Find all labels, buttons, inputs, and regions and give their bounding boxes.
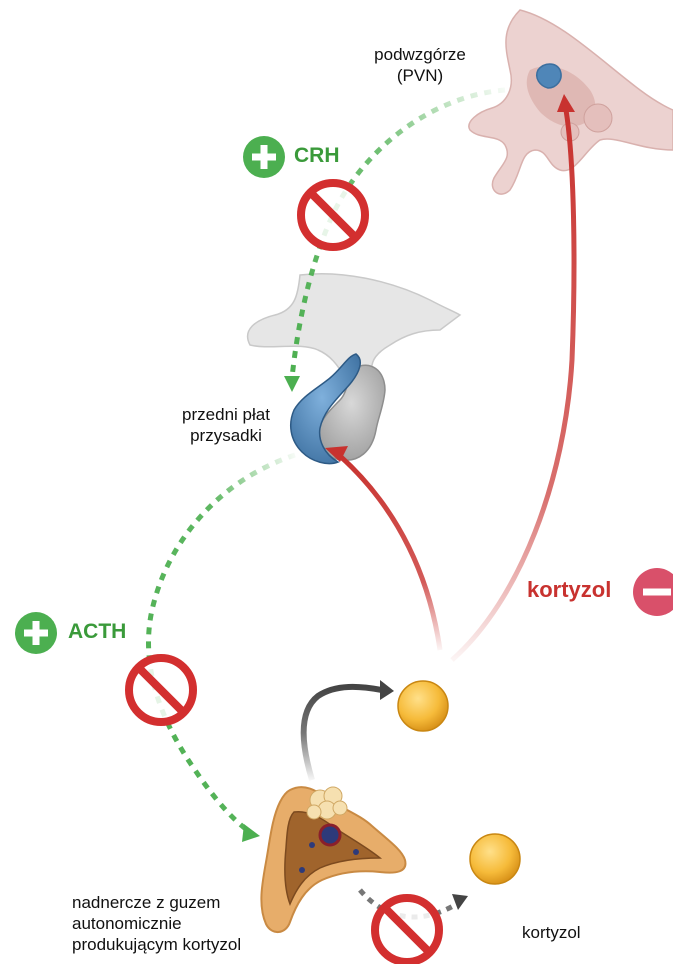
cortisol-feedback-label: kortyzol <box>527 579 611 600</box>
cortisol-molecule <box>398 681 448 731</box>
hypothalamus-label-line2: (PVN) <box>360 65 480 86</box>
prohibited-icon <box>301 183 365 247</box>
hypothalamus-label: podwzgórze (PVN) <box>360 44 480 86</box>
cortisol-feedback-to-pituitary-arrow <box>325 446 440 650</box>
adrenal-label-line3: produkującym kortyzol <box>72 934 302 955</box>
plus-icon <box>15 612 57 654</box>
acth-label: ACTH <box>68 621 126 642</box>
cortisol-bottom-label: kortyzol <box>522 922 581 943</box>
adrenal-label-line1: nadnercze z guzem <box>72 892 302 913</box>
cortisol-molecule <box>470 834 520 884</box>
plus-icon <box>243 136 285 178</box>
pituitary-label: przedni płat przysadki <box>166 404 286 446</box>
prohibited-icon <box>375 898 439 962</box>
prohibited-icon <box>129 658 193 722</box>
minus-icon <box>633 568 673 616</box>
hypothalamus-label-line1: podwzgórze <box>360 44 480 65</box>
crh-label: CRH <box>294 145 340 166</box>
pituitary-label-line2: przysadki <box>166 425 286 446</box>
pituitary-label-line1: przedni płat <box>166 404 286 425</box>
adrenal-to-cortisol-arrow <box>304 680 394 780</box>
adrenal-label: nadnercze z guzem autonomicznie produkuj… <box>72 892 302 955</box>
adrenal-label-line2: autonomicznie <box>72 913 302 934</box>
acth-arrow <box>149 455 295 842</box>
